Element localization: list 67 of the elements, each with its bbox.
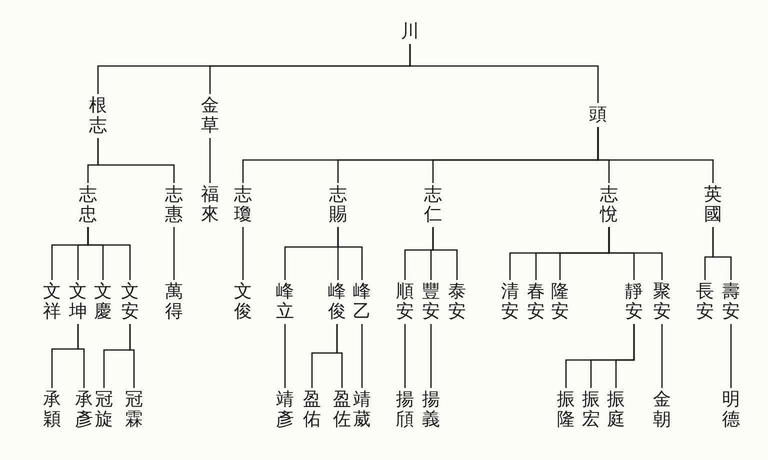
person-name: 隆安 bbox=[551, 280, 569, 324]
person-name: 文祥 bbox=[43, 280, 61, 324]
tree-line bbox=[730, 324, 732, 388]
person-name: 志忠 bbox=[79, 183, 97, 227]
person-name: 文慶 bbox=[94, 280, 112, 324]
person-name: 文安 bbox=[121, 280, 139, 324]
person-name: 志仁 bbox=[424, 183, 442, 227]
tree-line bbox=[242, 227, 244, 280]
tree-line bbox=[97, 138, 175, 183]
person-name: 志賜 bbox=[329, 183, 347, 227]
person-name: 英國 bbox=[704, 183, 722, 227]
tree-line bbox=[87, 227, 131, 280]
person-name: 萬得 bbox=[165, 280, 183, 324]
tree-line bbox=[173, 227, 175, 280]
tree-line bbox=[432, 227, 458, 280]
person-name: 峰乙 bbox=[353, 280, 371, 324]
person-name: 長安 bbox=[696, 280, 714, 324]
tree-line bbox=[284, 324, 286, 388]
person-name: 順安 bbox=[396, 280, 414, 324]
person-name: 揚頎 bbox=[396, 388, 414, 432]
person-name: 壽安 bbox=[722, 280, 740, 324]
tree-line bbox=[430, 324, 432, 388]
person-name: 峰俊 bbox=[328, 280, 346, 324]
person-name: 振宏 bbox=[582, 388, 600, 432]
person-name: 豐安 bbox=[422, 280, 440, 324]
person-name: 承彥 bbox=[75, 388, 93, 432]
person-name: 志瓊 bbox=[234, 183, 252, 227]
person-name: 志悅 bbox=[600, 183, 618, 227]
tree-line bbox=[209, 138, 211, 183]
person-name: 福來 bbox=[201, 183, 219, 227]
tree-line bbox=[361, 324, 363, 388]
person-name: 明德 bbox=[722, 388, 740, 432]
person-name: 志惠 bbox=[165, 183, 183, 227]
tree-line bbox=[712, 227, 732, 280]
tree-line bbox=[409, 44, 599, 103]
person-name: 冠霖 bbox=[125, 388, 143, 432]
person-name: 金朝 bbox=[653, 388, 671, 432]
person-name: 盈佑 bbox=[303, 388, 321, 432]
tree-line bbox=[77, 324, 85, 388]
tree-line bbox=[608, 227, 663, 280]
person-name: 聚安 bbox=[653, 280, 671, 324]
person-name: 川 bbox=[401, 20, 419, 44]
person-name: 冠旋 bbox=[95, 388, 113, 432]
person-name: 泰安 bbox=[448, 280, 466, 324]
tree-line bbox=[404, 324, 406, 388]
person-name: 頭 bbox=[589, 103, 607, 127]
person-name: 春安 bbox=[527, 280, 545, 324]
tree-line bbox=[597, 127, 714, 183]
person-name: 文坤 bbox=[69, 280, 87, 324]
tree-line bbox=[615, 324, 635, 388]
person-name: 振庭 bbox=[607, 388, 625, 432]
tree-line bbox=[336, 324, 343, 388]
person-name: 文俊 bbox=[234, 280, 252, 324]
tree-line bbox=[661, 324, 663, 388]
person-name: 根志 bbox=[89, 94, 107, 138]
person-name: 振隆 bbox=[557, 388, 575, 432]
person-name: 清安 bbox=[501, 280, 519, 324]
person-name: 承穎 bbox=[43, 388, 61, 432]
person-name: 靜安 bbox=[625, 280, 643, 324]
person-name: 靖葳 bbox=[353, 388, 371, 432]
person-name: 盈佐 bbox=[333, 388, 351, 432]
person-name: 峰立 bbox=[276, 280, 294, 324]
tree-line bbox=[129, 324, 135, 388]
person-name: 金草 bbox=[201, 94, 219, 138]
tree-line bbox=[337, 227, 363, 280]
person-name: 靖彥 bbox=[276, 388, 294, 432]
person-name: 揚義 bbox=[422, 388, 440, 432]
